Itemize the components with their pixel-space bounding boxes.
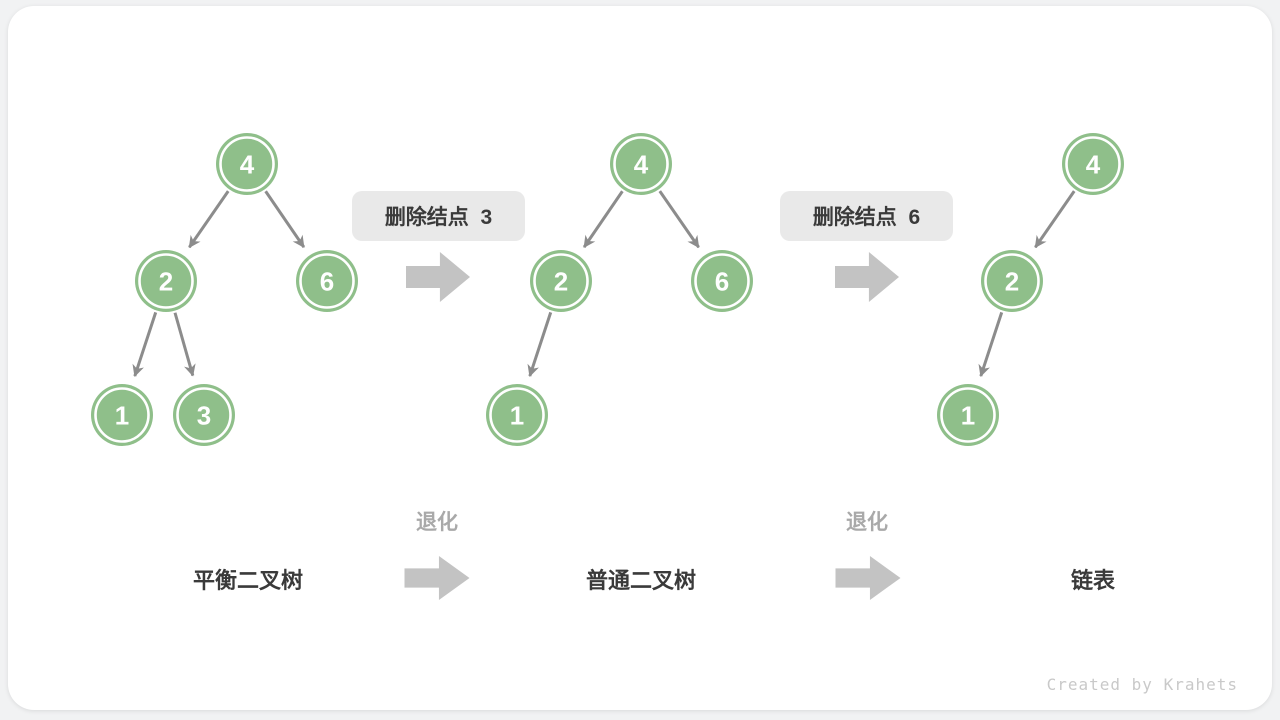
tree-node-1: 1 <box>937 384 999 446</box>
tree-node-value: 4 <box>1086 150 1101 180</box>
tree-linked-list-tree: 4 2 1 <box>937 133 1124 446</box>
tree-node-value: 1 <box>510 401 524 431</box>
tree-edge <box>173 312 196 377</box>
delete-node-6-label: 删除结点 6 <box>812 206 921 229</box>
tree-node-4: 4 <box>610 133 672 195</box>
tree-node-value: 1 <box>961 401 975 431</box>
tree-node-value: 6 <box>320 267 334 297</box>
caption-balanced-binary-tree: 平衡二叉树 <box>192 568 303 593</box>
degrade-arrow-right-icon-2 <box>835 556 901 600</box>
tree-edge <box>132 311 158 377</box>
delete-node-6-label-box: 删除结点 6 <box>780 191 953 241</box>
tree-node-6: 6 <box>691 250 753 312</box>
delete-node-3-label-box: 删除结点 3 <box>352 191 525 241</box>
tree-node-6: 6 <box>296 250 358 312</box>
caption-linked-list: 链表 <box>1070 568 1115 593</box>
tree-node-value: 2 <box>1005 267 1019 297</box>
canvas-card <box>8 6 1272 710</box>
tree-balanced-binary-tree: 4 2 6 1 3 <box>91 133 358 446</box>
degrade-label-2: 退化 <box>846 511 888 534</box>
op-arrow-right-icon-2 <box>835 252 899 302</box>
tree-node-value: 2 <box>159 267 173 297</box>
tree-edge <box>658 190 700 249</box>
tree-node-value: 4 <box>634 150 649 180</box>
tree-node-value: 1 <box>115 401 129 431</box>
tree-node-1: 1 <box>486 384 548 446</box>
tree-edge <box>188 190 230 249</box>
tree-node-value: 2 <box>554 267 568 297</box>
caption-ordinary-binary-tree: 普通二叉树 <box>585 568 696 593</box>
tree-node-3: 3 <box>173 384 235 446</box>
watermark-credit: Created by Krahets <box>1046 675 1238 694</box>
delete-node-3-label: 删除结点 3 <box>384 206 493 229</box>
tree-edge <box>978 311 1004 377</box>
tree-node-2: 2 <box>530 250 592 312</box>
tree-node-value: 3 <box>197 401 211 431</box>
tree-edge <box>527 311 553 377</box>
op-arrow-right-icon-1 <box>406 252 470 302</box>
tree-edge <box>264 190 306 249</box>
tree-node-4: 4 <box>1062 133 1124 195</box>
tree-edge <box>1034 190 1076 249</box>
tree-node-4: 4 <box>216 133 278 195</box>
tree-ordinary-binary-tree: 4 2 6 1 <box>486 133 753 446</box>
tree-node-2: 2 <box>981 250 1043 312</box>
tree-node-value: 4 <box>240 150 255 180</box>
tree-node-value: 6 <box>715 267 729 297</box>
degrade-arrow-right-icon-1 <box>404 556 470 600</box>
tree-edge <box>582 190 624 249</box>
tree-node-1: 1 <box>91 384 153 446</box>
degrade-label-1: 退化 <box>416 511 458 534</box>
tree-node-2: 2 <box>135 250 197 312</box>
